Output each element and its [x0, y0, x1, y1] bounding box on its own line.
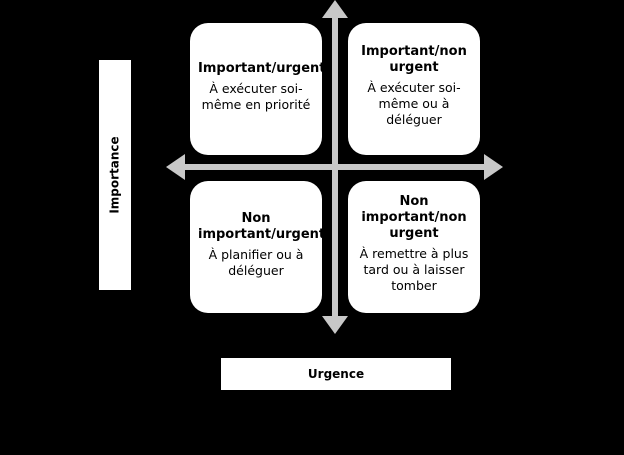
bottom-arrowhead	[322, 316, 348, 334]
right-arrowhead	[484, 154, 503, 180]
importance-axis-label-box: Importance	[99, 60, 131, 290]
quadrant-title: Important/urgent	[198, 61, 326, 76]
quadrant-title: Non important/non urgent	[361, 194, 467, 241]
left-arrowhead	[166, 154, 185, 180]
quadrant-non-important-non-urgent: Non important/non urgent À remettre à pl…	[348, 181, 480, 313]
quadrant-title: Non important/urgent	[198, 211, 326, 242]
importance-axis-label: Importance	[108, 136, 123, 214]
quadrant-description: À remettre à plus tard ou à laisser tomb…	[359, 246, 469, 293]
urgence-axis-label: Urgence	[307, 367, 365, 381]
quadrant-non-important-urgent: Non important/urgent À planifier ou à dé…	[190, 181, 326, 313]
quadrant-description: À planifier ou à déléguer	[208, 247, 304, 278]
quadrant-description: À exécuter soi-même en priorité	[201, 81, 311, 112]
quadrant-important-urgent: Important/urgent À exécuter soi-même en …	[190, 23, 326, 155]
quadrant-important-non-urgent: Important/non urgent À exécuter soi-même…	[348, 23, 480, 155]
quadrant-description: À exécuter soi-même ou à déléguer	[367, 80, 461, 127]
quadrant-title: Important/non urgent	[361, 44, 467, 75]
urgence-axis-label-box: Urgence	[221, 358, 451, 390]
top-arrowhead	[322, 0, 348, 18]
